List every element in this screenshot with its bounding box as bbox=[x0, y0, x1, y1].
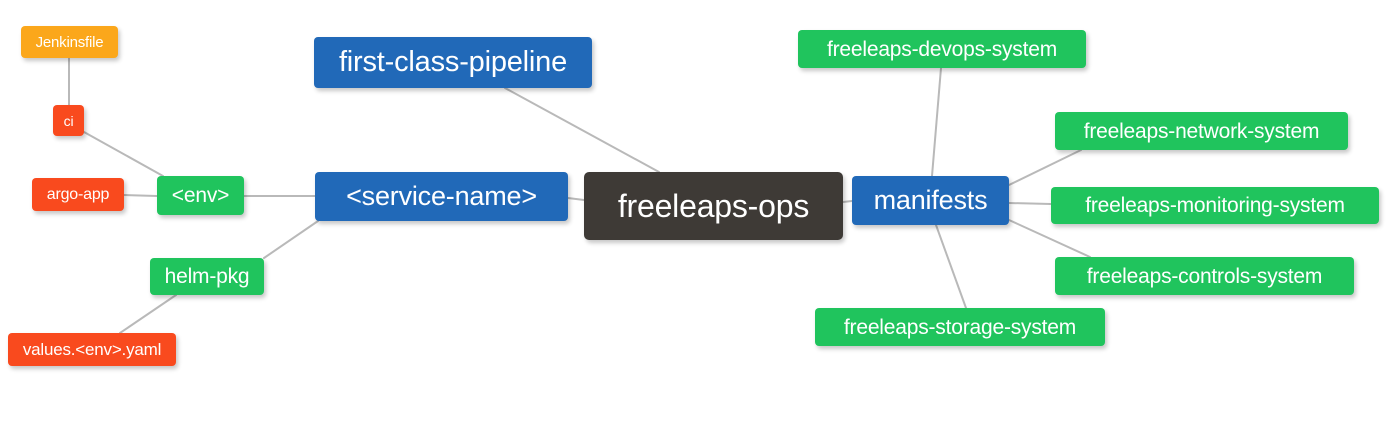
node-label-env: <env> bbox=[171, 184, 230, 207]
node-freeleaps-ops[interactable]: freeleaps-ops bbox=[584, 172, 843, 240]
node-freeleaps-network-system[interactable]: freeleaps-network-system bbox=[1055, 112, 1348, 150]
node-values-yaml[interactable]: values.<env>.yaml bbox=[8, 333, 176, 366]
node-argo-app[interactable]: argo-app bbox=[32, 178, 124, 211]
node-env[interactable]: <env> bbox=[157, 176, 244, 215]
node-label-freeleaps-monitoring-system: freeleaps-monitoring-system bbox=[1085, 194, 1345, 217]
node-freeleaps-monitoring-system[interactable]: freeleaps-monitoring-system bbox=[1051, 187, 1379, 224]
node-first-class-pipeline[interactable]: first-class-pipeline bbox=[314, 37, 592, 88]
node-label-argo-app: argo-app bbox=[46, 185, 110, 203]
node-label-freeleaps-devops-system: freeleaps-devops-system bbox=[827, 37, 1057, 61]
node-label-manifests: manifests bbox=[873, 185, 988, 215]
node-label-freeleaps-ops: freeleaps-ops bbox=[617, 188, 810, 224]
node-service-name[interactable]: <service-name> bbox=[315, 172, 568, 221]
node-freeleaps-storage-system[interactable]: freeleaps-storage-system bbox=[815, 308, 1105, 346]
node-label-jenkinsfile: Jenkinsfile bbox=[35, 33, 104, 51]
node-jenkinsfile[interactable]: Jenkinsfile bbox=[21, 26, 118, 58]
node-ci[interactable]: ci bbox=[53, 105, 84, 136]
node-label-freeleaps-network-system: freeleaps-network-system bbox=[1083, 119, 1320, 143]
node-label-first-class-pipeline: first-class-pipeline bbox=[338, 46, 568, 78]
node-label-freeleaps-storage-system: freeleaps-storage-system bbox=[843, 315, 1077, 339]
node-helm-pkg[interactable]: helm-pkg bbox=[150, 258, 264, 295]
node-manifests[interactable]: manifests bbox=[852, 176, 1009, 225]
node-label-ci: ci bbox=[63, 112, 74, 129]
node-freeleaps-devops-system[interactable]: freeleaps-devops-system bbox=[798, 30, 1086, 68]
node-label-service-name: <service-name> bbox=[346, 181, 537, 211]
node-label-helm-pkg: helm-pkg bbox=[164, 265, 250, 288]
node-label-values-yaml: values.<env>.yaml bbox=[22, 340, 162, 359]
node-freeleaps-controls-system[interactable]: freeleaps-controls-system bbox=[1055, 257, 1354, 295]
node-label-freeleaps-controls-system: freeleaps-controls-system bbox=[1086, 264, 1323, 288]
